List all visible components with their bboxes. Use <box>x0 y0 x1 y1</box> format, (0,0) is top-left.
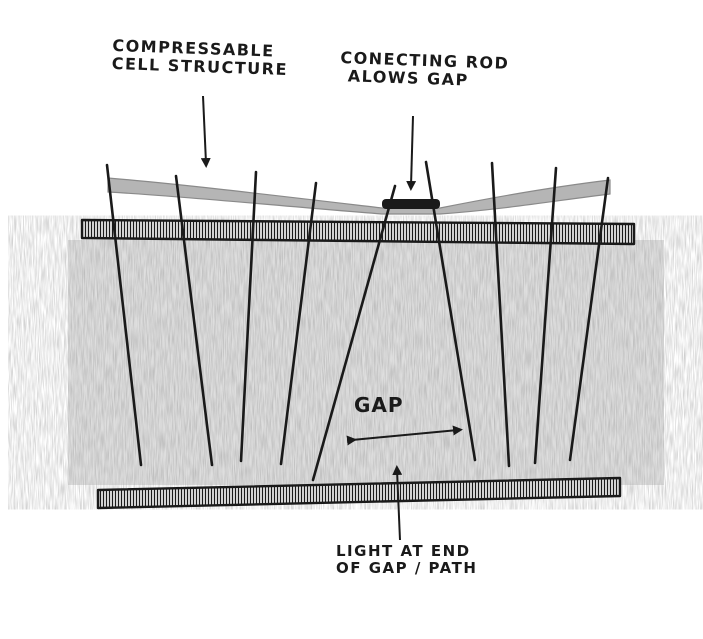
shaded-field-texture <box>68 240 664 485</box>
annotation-arrows <box>200 95 463 541</box>
fibre-line-3 <box>239 170 258 463</box>
compressable-cell-band <box>107 177 611 215</box>
compressable-cell-label: COMPRESSABLE CELL STRUCTURE <box>111 36 288 80</box>
fibre-line-5 <box>311 184 397 482</box>
connecting-rod <box>382 199 440 209</box>
fibre-line-8 <box>533 166 558 465</box>
light-line-2: OF GAP / PATH <box>336 559 478 578</box>
fibre-line-9 <box>568 176 610 462</box>
fibre-line-4 <box>279 181 318 466</box>
gap-double-arrow <box>346 425 463 446</box>
fibre-line-1 <box>105 163 143 467</box>
gap-label: GAP <box>354 393 404 417</box>
fibre-line-2 <box>174 174 214 467</box>
light-line-1: LIGHT AT END <box>336 542 471 560</box>
fibre-lines <box>105 160 610 482</box>
rod-pointer-arrow <box>406 115 417 191</box>
light-pointer-arrow <box>392 465 403 541</box>
compress-pointer-arrow <box>200 95 211 168</box>
bottom-plate <box>96 476 622 510</box>
fibre-line-6 <box>424 160 477 462</box>
fibre-line-7 <box>490 161 511 468</box>
light-label: LIGHT AT END OF GAP / PATH <box>336 542 478 578</box>
connecting-rod-label: CONECTING ROD ALOWS GAP <box>339 48 510 92</box>
